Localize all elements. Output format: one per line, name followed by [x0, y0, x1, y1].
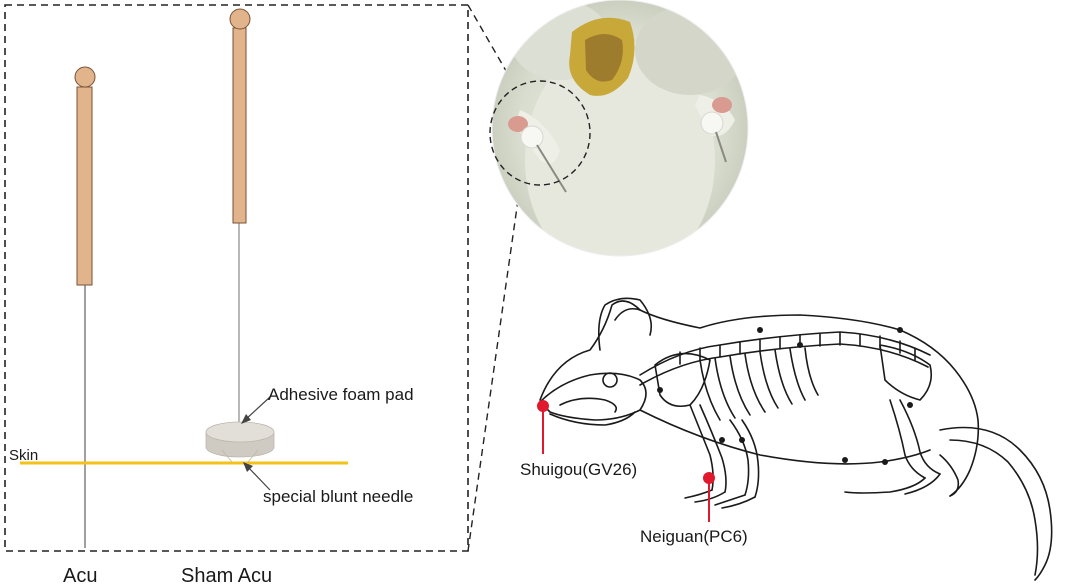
acupoint-markers: Shuigou(GV26) Neiguan(PC6)	[520, 400, 748, 546]
sham-needle-handle	[232, 27, 247, 224]
foam-pad-label: Adhesive foam pad	[268, 385, 414, 404]
skin-label: Skin	[9, 447, 38, 464]
pad-pointer-arrow	[241, 396, 271, 424]
acu-label: Acu	[63, 565, 97, 587]
acu-needle-tip-ball	[74, 66, 96, 88]
adhesive-foam-pad	[205, 421, 275, 463]
rat-skeleton	[539, 297, 1053, 581]
blunt-needle-label: special blunt needle	[263, 487, 413, 506]
needle-comparison-panel: Skin Adhesive foam pad special blunt nee…	[4, 4, 469, 587]
sham-needle-tip-ball	[229, 8, 251, 30]
acu-needle-handle	[76, 86, 93, 286]
shuigou-marker	[537, 400, 549, 454]
neiguan-marker	[703, 472, 715, 522]
dashed-frame	[4, 4, 469, 552]
photo-zoom-circle	[489, 80, 591, 186]
rat-photo	[489, 0, 749, 257]
sham-acu-label: Sham Acu	[181, 565, 272, 587]
neiguan-label: Neiguan(PC6)	[640, 527, 748, 546]
blunt-needle-pointer-arrow	[243, 462, 271, 491]
acu-needle	[74, 66, 96, 548]
shuigou-label: Shuigou(GV26)	[520, 460, 637, 479]
sham-needle	[229, 8, 251, 432]
